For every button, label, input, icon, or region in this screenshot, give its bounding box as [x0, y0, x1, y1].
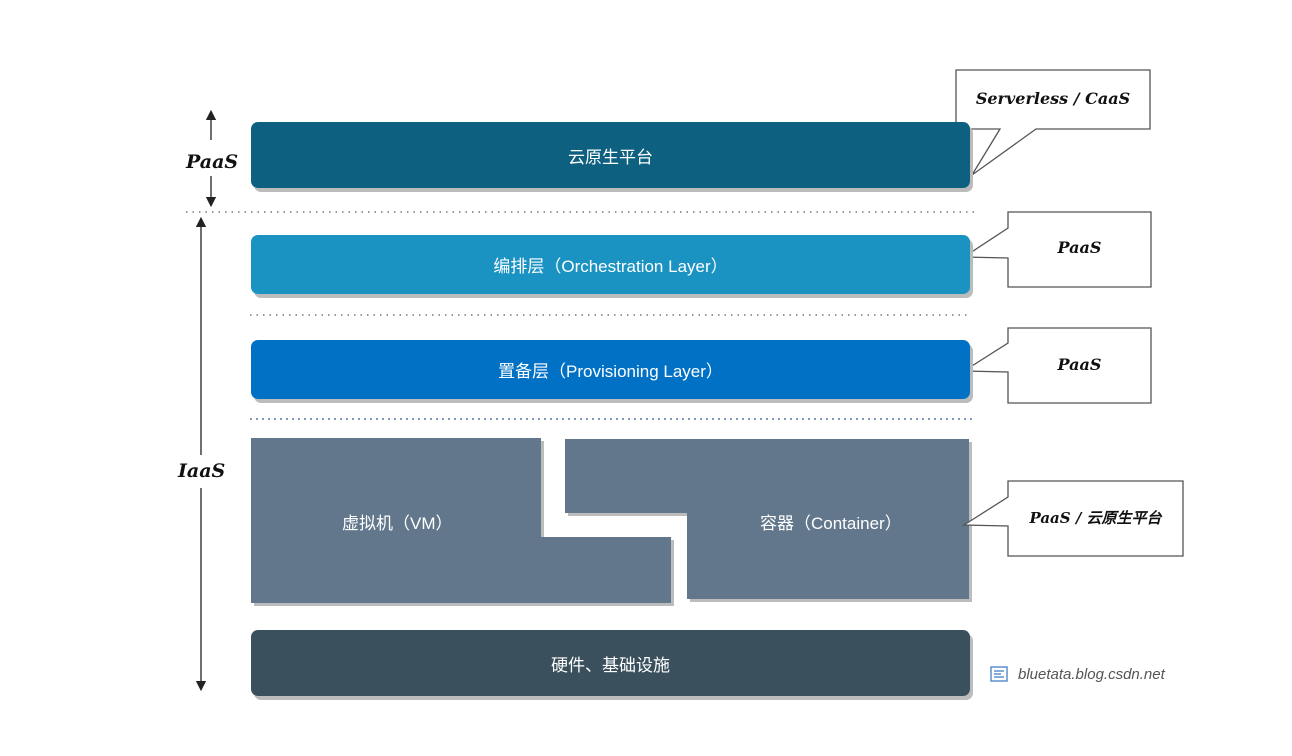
iaas-side-label: IaaS	[178, 458, 226, 484]
provisioning-layer: 置备层（Provisioning Layer）	[251, 340, 970, 399]
callout-orchestration-shape	[961, 211, 1152, 288]
watermark: bluetata.blog.csdn.net	[990, 665, 1165, 683]
csdn-logo-icon	[990, 666, 1008, 682]
callout-top-text: Serverless / CaaS	[975, 89, 1131, 108]
cloud-native-platform-label: 云原生平台	[568, 147, 653, 167]
callout-container-text: PaaS / 云原生平台	[1029, 509, 1162, 527]
callout-provisioning-text: PaaS	[1057, 355, 1102, 374]
orchestration-layer-label: 编排层（Orchestration Layer）	[493, 257, 728, 276]
orchestration-layer: 编排层（Orchestration Layer）	[251, 235, 970, 294]
container-label: 容器（Container）	[760, 514, 902, 533]
hardware-infrastructure-layer: 硬件、基础设施	[251, 630, 970, 696]
callout-top-shape	[955, 69, 1151, 176]
callout-orchestration-text: PaaS	[1057, 238, 1102, 257]
cloud-native-platform-layer: 云原生平台	[251, 122, 970, 188]
vm-label: 虚拟机（VM）	[342, 514, 453, 533]
paas-side-label: PaaS	[186, 149, 239, 175]
watermark-text: bluetata.blog.csdn.net	[1018, 665, 1165, 683]
provisioning-layer-label: 置备层（Provisioning Layer）	[498, 362, 723, 381]
callout-provisioning-shape	[961, 327, 1152, 404]
callout-container-shape	[961, 480, 1184, 557]
container-block	[565, 439, 969, 599]
hardware-infrastructure-label: 硬件、基础设施	[551, 655, 670, 675]
vm-block	[251, 438, 671, 603]
